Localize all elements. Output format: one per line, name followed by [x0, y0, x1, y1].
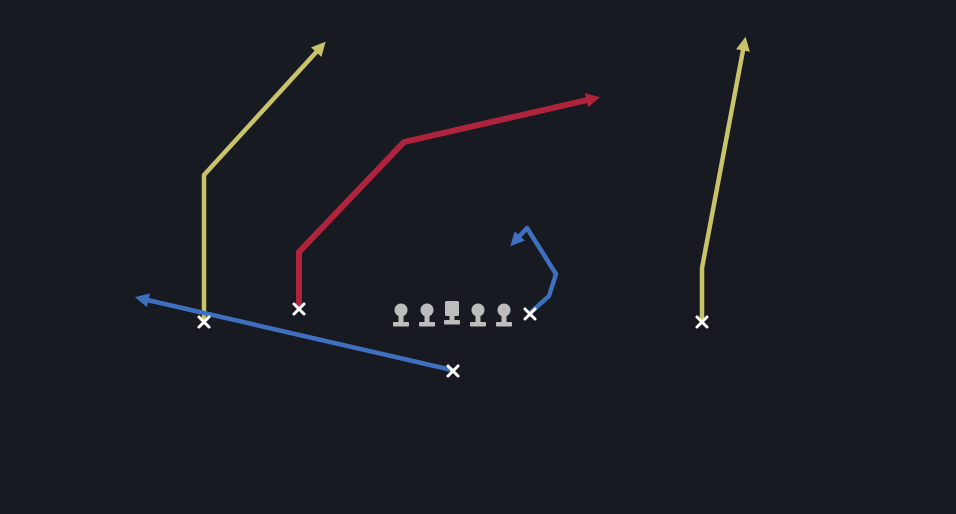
player-right-wide-receiver-x-mark — [695, 315, 709, 329]
route-arrowhead — [311, 41, 326, 57]
lineman-neck — [449, 315, 455, 320]
lineman-neck — [424, 315, 430, 322]
route-running-back-swing — [134, 293, 455, 373]
lineman-neck — [398, 315, 404, 322]
offensive-line — [393, 301, 512, 327]
route-line — [513, 225, 559, 316]
route-line — [140, 296, 455, 373]
lineman-head — [394, 303, 408, 317]
route-line — [201, 45, 323, 323]
lineman-base — [496, 322, 512, 327]
routes-layer — [134, 36, 750, 373]
lineman-base — [393, 322, 409, 327]
player-running-back-x-mark — [446, 364, 460, 378]
route-right-wide-receiver-go — [699, 36, 750, 323]
lineman-left-guard — [419, 303, 435, 327]
lineman-neck — [501, 315, 507, 322]
lineman-base — [470, 322, 486, 327]
players-layer — [197, 302, 709, 378]
route-tight-end-hook — [510, 225, 559, 316]
center-block — [445, 301, 459, 316]
route-slot-receiver-post — [296, 93, 601, 309]
route-line — [699, 42, 747, 323]
route-arrowhead — [134, 293, 151, 308]
lineman-neck — [475, 315, 481, 322]
route-arrowhead — [510, 231, 525, 247]
lineman-base — [419, 322, 435, 327]
lineman-left-tackle — [393, 303, 409, 327]
route-arrowhead — [736, 36, 750, 52]
lineman-base — [444, 320, 460, 325]
route-arrowhead — [584, 93, 601, 108]
player-slot-receiver-x-mark — [292, 302, 306, 316]
lineman-head — [420, 303, 434, 317]
player-tight-end-x-mark — [523, 307, 537, 321]
route-line — [296, 96, 595, 309]
lineman-center — [444, 301, 460, 325]
lineman-head — [497, 303, 511, 317]
lineman-head — [471, 303, 485, 317]
lineman-right-guard — [470, 303, 486, 327]
route-left-wide-receiver-corner — [201, 41, 326, 323]
player-left-wide-receiver-x-mark — [197, 315, 211, 329]
lineman-right-tackle — [496, 303, 512, 327]
